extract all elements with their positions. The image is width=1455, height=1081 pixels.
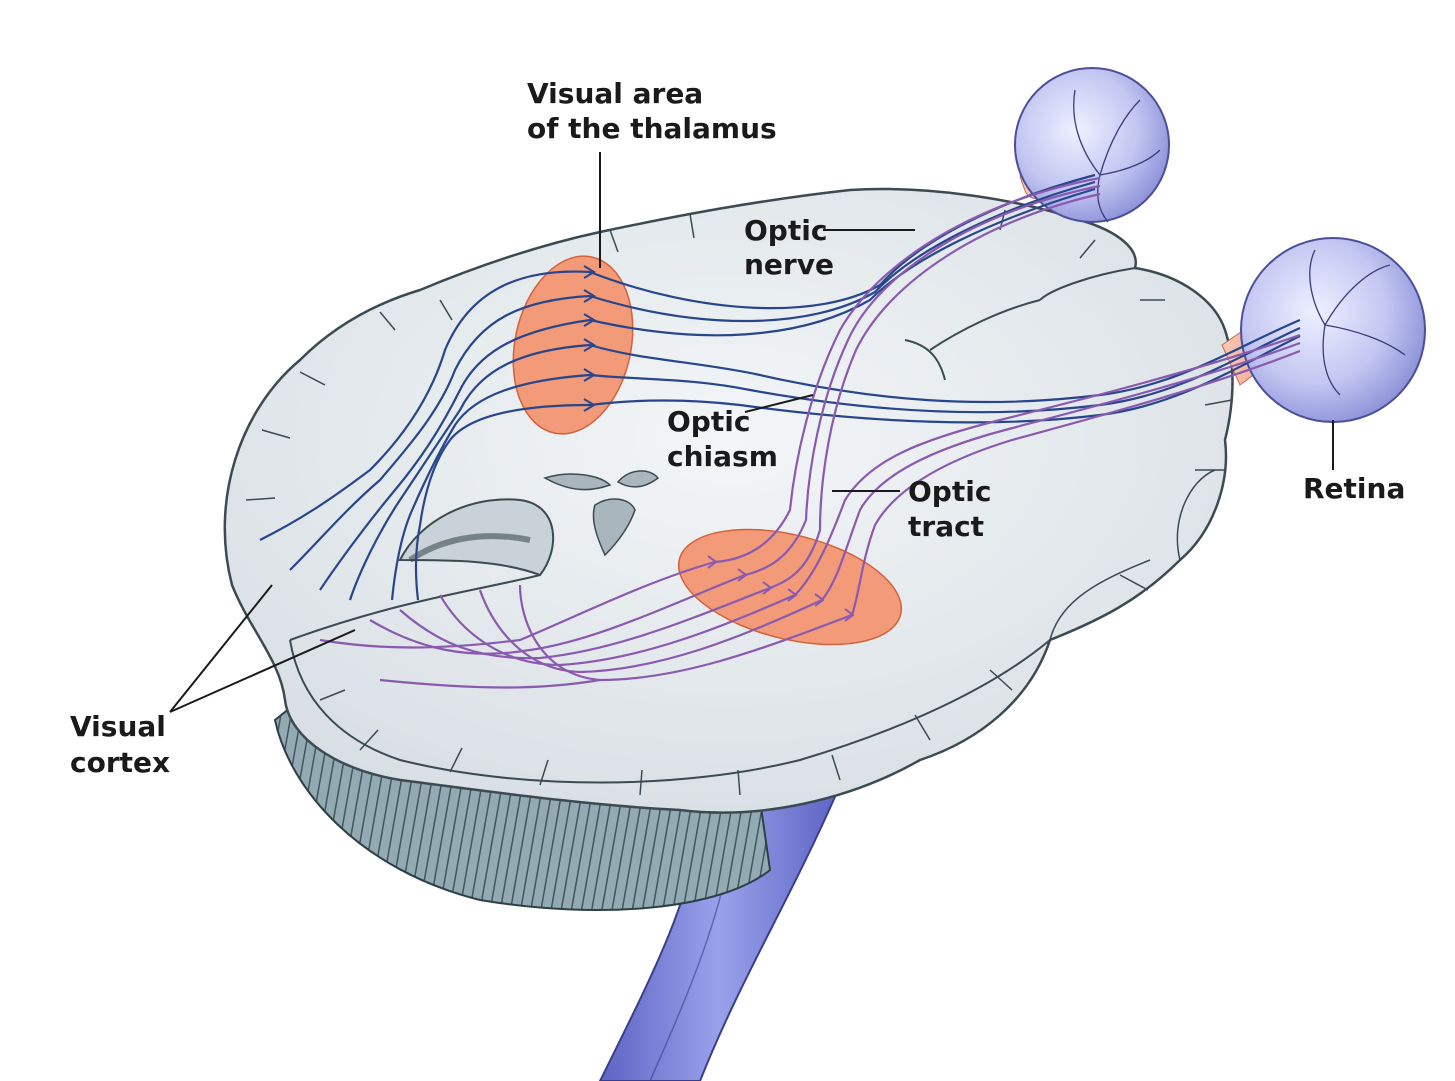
- eye-lower: [1221, 237, 1426, 423]
- label-visual-cortex-line2: cortex: [70, 746, 170, 779]
- label-optic-nerve-line2: nerve: [744, 248, 834, 281]
- label-retina: Retina: [1303, 472, 1405, 505]
- label-optic-chiasm: Optic chiasm: [667, 405, 778, 473]
- label-retina-line1: Retina: [1303, 472, 1405, 505]
- label-thalamus-line2: of the thalamus: [527, 112, 777, 145]
- label-optic-chiasm-line2: chiasm: [667, 440, 778, 473]
- blue-fiber-bundle: [259, 173, 1301, 601]
- eye-upper: [1014, 67, 1170, 223]
- label-optic-chiasm-line1: Optic: [667, 405, 750, 438]
- thalamus-synapse-marks: [583, 265, 596, 412]
- label-optic-nerve-line1: Optic: [744, 214, 827, 247]
- purple-fiber-bundle: [319, 176, 1301, 689]
- label-visual-cortex-line1: Visual: [70, 710, 166, 743]
- label-visual-cortex: Visual cortex: [70, 710, 170, 779]
- label-optic-tract-line2: tract: [908, 510, 984, 543]
- leader-lines: [169, 152, 1334, 713]
- label-optic-nerve: Optic nerve: [744, 214, 834, 281]
- lower-nucleus-synapse-marks: [707, 555, 855, 622]
- label-optic-tract-line1: Optic: [908, 475, 991, 508]
- label-thalamus-line1: Visual area: [527, 77, 703, 110]
- brain-hemispheres: [223, 187, 1234, 814]
- label-thalamus: Visual area of the thalamus: [527, 77, 777, 145]
- label-optic-tract: Optic tract: [908, 475, 991, 543]
